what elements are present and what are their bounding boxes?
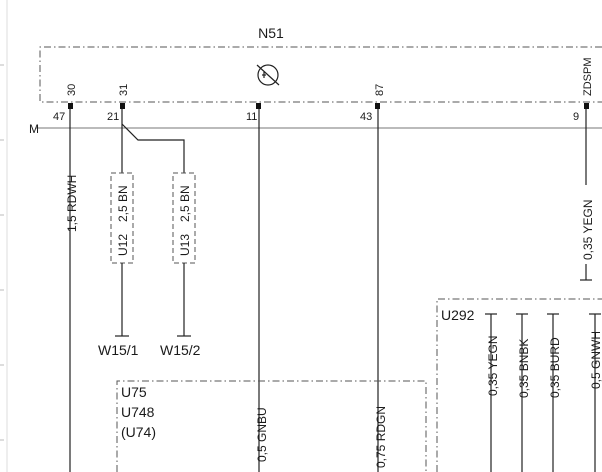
box-u75-line1: U75 [121, 384, 147, 400]
pin-87: 87 43 [360, 84, 386, 123]
splice-u13-label: U13 [178, 234, 192, 256]
u292-wire-2: 0,35 BNBK [516, 313, 531, 472]
pin-31: 31 21 [107, 84, 130, 123]
box-u292: U292 0,35 YEGN 0,35 BNBK 0,35 BURD 0,5 G… [436, 298, 602, 472]
wire-pin11: 0,5 GNBU [255, 109, 269, 472]
pin-31-number: 21 [107, 111, 119, 123]
pin-zdspm-number: 9 [573, 111, 579, 123]
pin-30-number: 47 [53, 111, 65, 123]
u292-wire-1: 0,35 YEGN [485, 313, 500, 472]
pin-zdspm-function: ZDSPM [582, 58, 594, 97]
wire-u12-label: 2,5 BN [116, 185, 130, 222]
wire-pin11-label: 0,5 GNBU [255, 407, 269, 462]
left-margin-ticks [0, 0, 8, 472]
wire-pin43-label: 0,75 RDGN [374, 406, 388, 468]
box-u75-line3: (U74) [121, 424, 156, 440]
pin-11-number: 11 [246, 111, 257, 123]
wire-pin30: 1,5 RDWH [65, 109, 79, 472]
u292-wire-4: 0,5 GNWH [589, 313, 602, 472]
bus-m-label: M [29, 122, 39, 136]
module-n51: N51 [39, 25, 602, 103]
pin-zdspm: ZDSPM 9 [573, 58, 594, 124]
u292-wire-3: 0,35 BURD [547, 313, 562, 472]
pin-87-number: 43 [360, 111, 372, 123]
pin-87-function: 87 [374, 84, 386, 96]
wire-pin9: 0,35 YEGN [580, 109, 595, 281]
pin-31-function: 31 [118, 84, 130, 96]
pin-30: 30 47 [53, 84, 78, 123]
u292-wire-4-label: 0,5 GNWH [589, 331, 602, 389]
u292-wire-3-label: 0,35 BURD [548, 337, 562, 398]
bus-m: M [29, 122, 602, 136]
wire-pin31-split [121, 109, 185, 173]
module-n51-label: N51 [258, 25, 284, 41]
u292-wire-2-label: 0,35 BNBK [517, 339, 531, 398]
wire-u13-label: 2,5 BN [178, 185, 192, 222]
pin-30-function: 30 [66, 84, 78, 96]
box-u75: U75 U748 (U74) [116, 380, 427, 472]
ground-w15-2-label: W15/2 [160, 342, 201, 358]
u292-wire-1-label: 0,35 YEGN [486, 336, 500, 396]
box-u75-line2: U748 [121, 404, 155, 420]
wire-pin43: 0,75 RDGN [374, 109, 388, 472]
pin-11: 11 [246, 103, 261, 123]
wire-pin9-label: 0,35 YEGN [581, 200, 595, 260]
splice-u12: 2,5 BN U12 W15/1 [98, 172, 139, 358]
wire-pin30-label: 1,5 RDWH [65, 175, 79, 232]
module-symbol-icon [256, 64, 280, 86]
box-u292-label: U292 [441, 307, 475, 323]
ground-w15-1-label: W15/1 [98, 342, 139, 358]
splice-u12-label: U12 [116, 234, 130, 256]
splice-u13: 2,5 BN U13 W15/2 [160, 172, 201, 358]
